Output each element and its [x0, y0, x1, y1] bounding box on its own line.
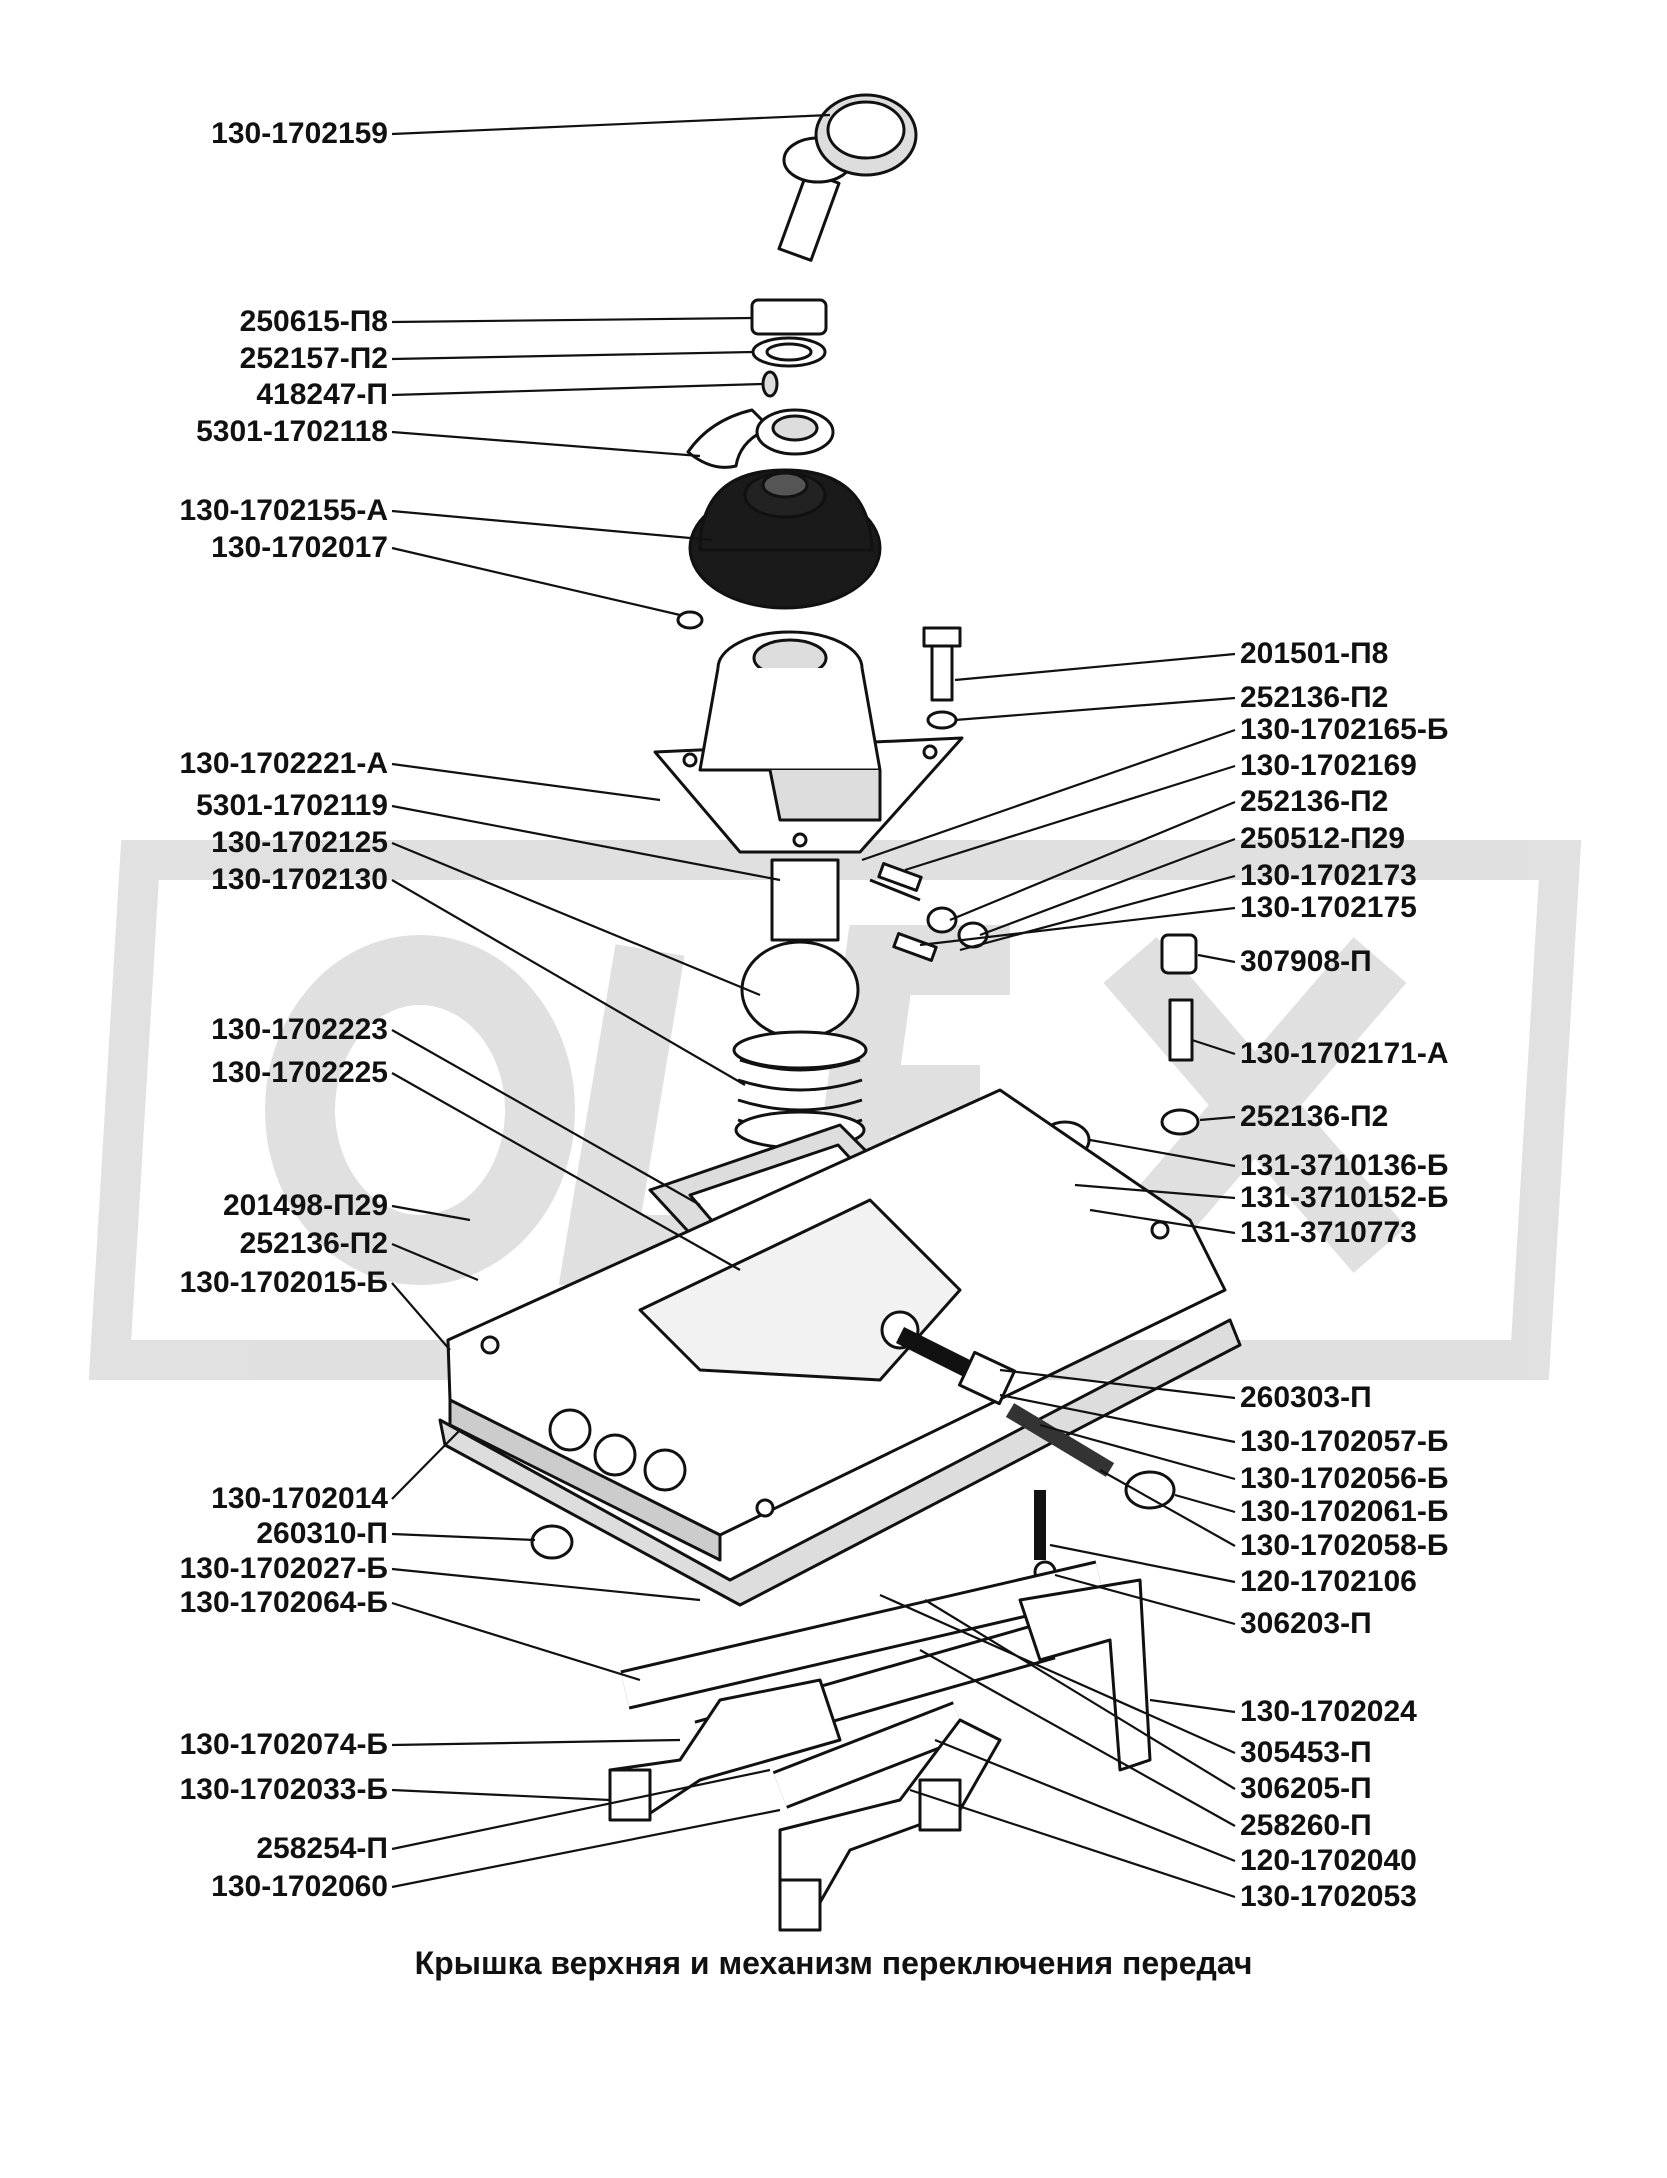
part-label-right: 131-3710773 — [1240, 1216, 1417, 1249]
leader-lines-right — [861, 652, 1236, 1899]
lock-fork — [686, 408, 835, 469]
part-label-right: 260303-П — [1240, 1381, 1372, 1414]
part-label-right: 201501-П8 — [1240, 637, 1389, 670]
part-label-left: 130-1702223 — [211, 1013, 388, 1046]
part-label-left: 258254-П — [256, 1832, 388, 1865]
part-label-left: 130-1702060 — [211, 1870, 388, 1903]
part-label-right: 252136-П2 — [1240, 681, 1389, 714]
part-label-right: 306203-П — [1240, 1607, 1372, 1640]
upper-housing — [653, 630, 964, 854]
part-label-right: 131-3710136-Б — [1240, 1149, 1449, 1182]
part-label-right: 130-1702053 — [1240, 1880, 1417, 1913]
part-label-right: 130-1702058-Б — [1240, 1529, 1449, 1562]
detent-plunger — [530, 1326, 1176, 1584]
part-label-left: 5301-1702118 — [196, 415, 388, 448]
part-label-left: 130-1702074-Б — [179, 1728, 388, 1761]
part-label-right: 130-1702056-Б — [1240, 1462, 1449, 1495]
right-bolts — [869, 626, 989, 962]
part-label-left: 130-1702155-А — [179, 494, 389, 527]
part-label-left: 130-1702064-Б — [179, 1586, 388, 1619]
leader-lines-left — [391, 113, 831, 1889]
part-label-left: 130-1702225 — [211, 1056, 388, 1089]
part-label-left: 130-1702027-Б — [179, 1552, 388, 1585]
part-label-left: 5301-1702119 — [196, 789, 388, 822]
part-label-left: 130-1702130 — [211, 863, 388, 896]
part-label-left: 130-1702015-Б — [179, 1266, 388, 1299]
part-label-left: 252136-П2 — [239, 1227, 388, 1260]
part-label-left: 250615-П8 — [239, 305, 388, 338]
part-label-left: 130-1702014 — [211, 1482, 388, 1515]
part-label-right: 130-1702165-Б — [1240, 713, 1449, 746]
part-label-left: 201498-П29 — [222, 1189, 388, 1222]
part-label-right: 130-1702175 — [1240, 891, 1417, 924]
part-label-right: 258260-П — [1240, 1809, 1372, 1842]
part-label-right: 130-1702169 — [1240, 749, 1417, 782]
part-label-left: 260310-П — [256, 1517, 388, 1550]
part-label-left: 130-1702159 — [211, 117, 388, 150]
part-label-right: 305453-П — [1240, 1736, 1372, 1769]
parts — [438, 93, 1242, 1932]
part-label-left: 130-1702033-Б — [179, 1773, 388, 1806]
part-label-right: 130-1702024 — [1240, 1695, 1417, 1728]
part-label-right: 250512-П29 — [1240, 822, 1406, 855]
gear-knob — [777, 93, 918, 262]
part-label-left: 130-1702221-А — [179, 747, 389, 780]
part-label-right: 306205-П — [1240, 1772, 1372, 1805]
top-cover — [446, 1088, 1227, 1562]
part-label-right: 120-1702106 — [1240, 1565, 1417, 1598]
part-label-left: 130-1702017 — [211, 531, 388, 564]
part-label-left: 252157-П2 — [239, 342, 388, 375]
lever-ball-spring — [732, 858, 868, 1150]
part-label-left: 130-1702125 — [211, 826, 388, 859]
part-label-right: 130-1702057-Б — [1240, 1425, 1449, 1458]
rubber-boot — [676, 468, 882, 630]
shift-rods-forks — [608, 1560, 1152, 1932]
part-label-right: 130-1702171-А — [1240, 1037, 1449, 1070]
part-label-right: 130-1702173 — [1240, 859, 1417, 892]
part-label-right: 130-1702061-Б — [1240, 1495, 1449, 1528]
part-label-right: 252136-П2 — [1240, 785, 1389, 818]
part-label-right: 120-1702040 — [1240, 1844, 1417, 1877]
nut-washer-stack — [750, 298, 828, 398]
part-label-right: 252136-П2 — [1240, 1100, 1389, 1133]
part-label-right: 131-3710152-Б — [1240, 1181, 1449, 1214]
part-label-right: 307908-П — [1240, 945, 1372, 978]
part-label-left: 418247-П — [256, 378, 388, 411]
diagram-caption: Крышка верхняя и механизм переключения п… — [414, 1945, 1253, 1981]
